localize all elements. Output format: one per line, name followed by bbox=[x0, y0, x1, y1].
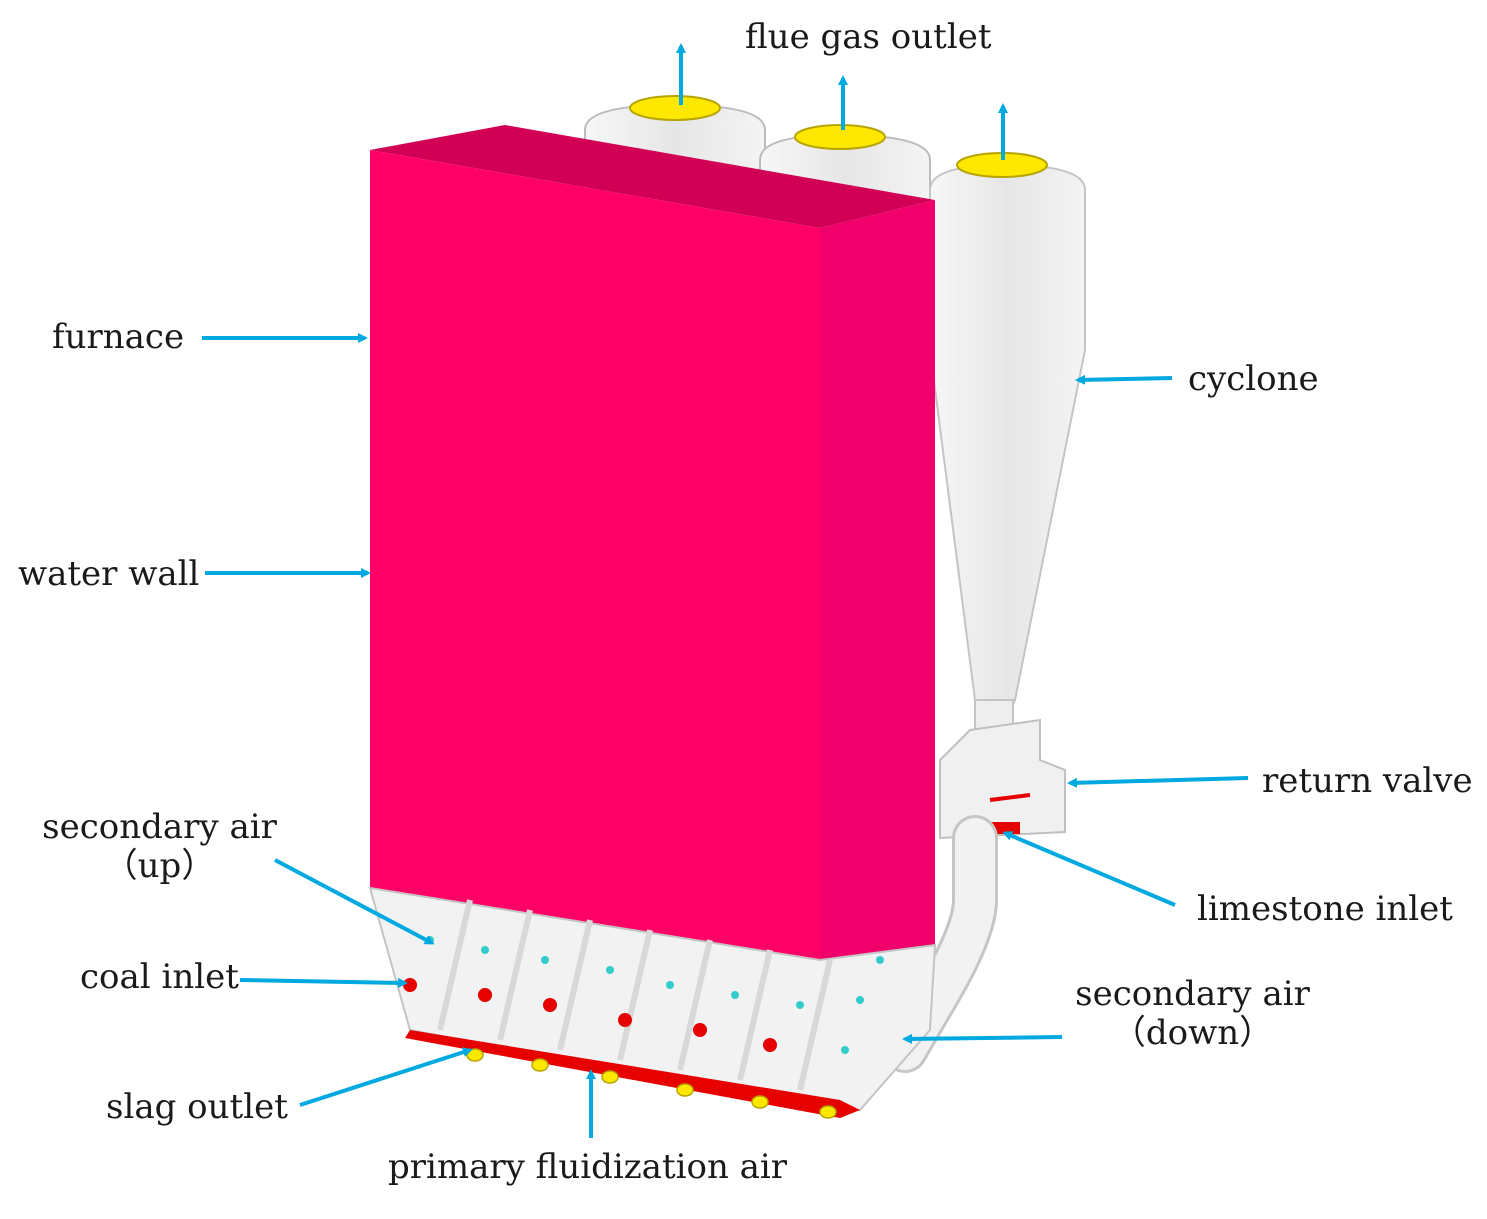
return-leg-pipe bbox=[882, 815, 998, 1073]
cyclone-body bbox=[929, 163, 1086, 751]
label-secondary-air-up-line1: secondary air bbox=[42, 807, 277, 847]
label-primary-fluidization-air: primary fluidization air bbox=[388, 1147, 788, 1187]
furnace-side bbox=[820, 200, 935, 960]
label-secondary-air-down-line1: secondary air bbox=[1075, 974, 1310, 1014]
label-return-valve: return valve bbox=[1262, 761, 1473, 801]
limestone-inlet-arrow bbox=[1002, 831, 1176, 907]
furnace-top bbox=[370, 125, 935, 228]
label-cyclone: cyclone bbox=[1188, 359, 1319, 399]
label-secondary-air-down-line2: （down） bbox=[1111, 1013, 1274, 1054]
cyclone-caps bbox=[629, 95, 1048, 178]
label-water-wall: water wall bbox=[18, 554, 200, 594]
secondary-air-up-arrow bbox=[274, 858, 435, 945]
label-limestone-inlet: limestone inlet bbox=[1197, 889, 1453, 929]
label-secondary-air-up-line2: （up） bbox=[103, 846, 216, 887]
return-valve-body bbox=[939, 718, 1066, 840]
slag-outlet-arrow bbox=[299, 1047, 473, 1107]
label-coal-inlet: coal inlet bbox=[80, 957, 239, 997]
secondary-air-down-arrow bbox=[902, 1033, 1063, 1044]
coal-inlet-arrow bbox=[239, 977, 408, 988]
label-secondary-air-up: secondary air （up） bbox=[42, 807, 277, 887]
cyclone-arrow bbox=[1075, 374, 1173, 385]
label-flue-gas-outlet: flue gas outlet bbox=[745, 17, 992, 57]
label-furnace: furnace bbox=[52, 317, 185, 357]
furnace-front bbox=[370, 150, 820, 960]
furnace-lower-hopper bbox=[368, 886, 937, 1119]
label-secondary-air-down: secondary air （down） bbox=[1075, 974, 1310, 1054]
label-slag-outlet: slag outlet bbox=[106, 1087, 288, 1127]
return-valve-arrow bbox=[1067, 776, 1249, 788]
